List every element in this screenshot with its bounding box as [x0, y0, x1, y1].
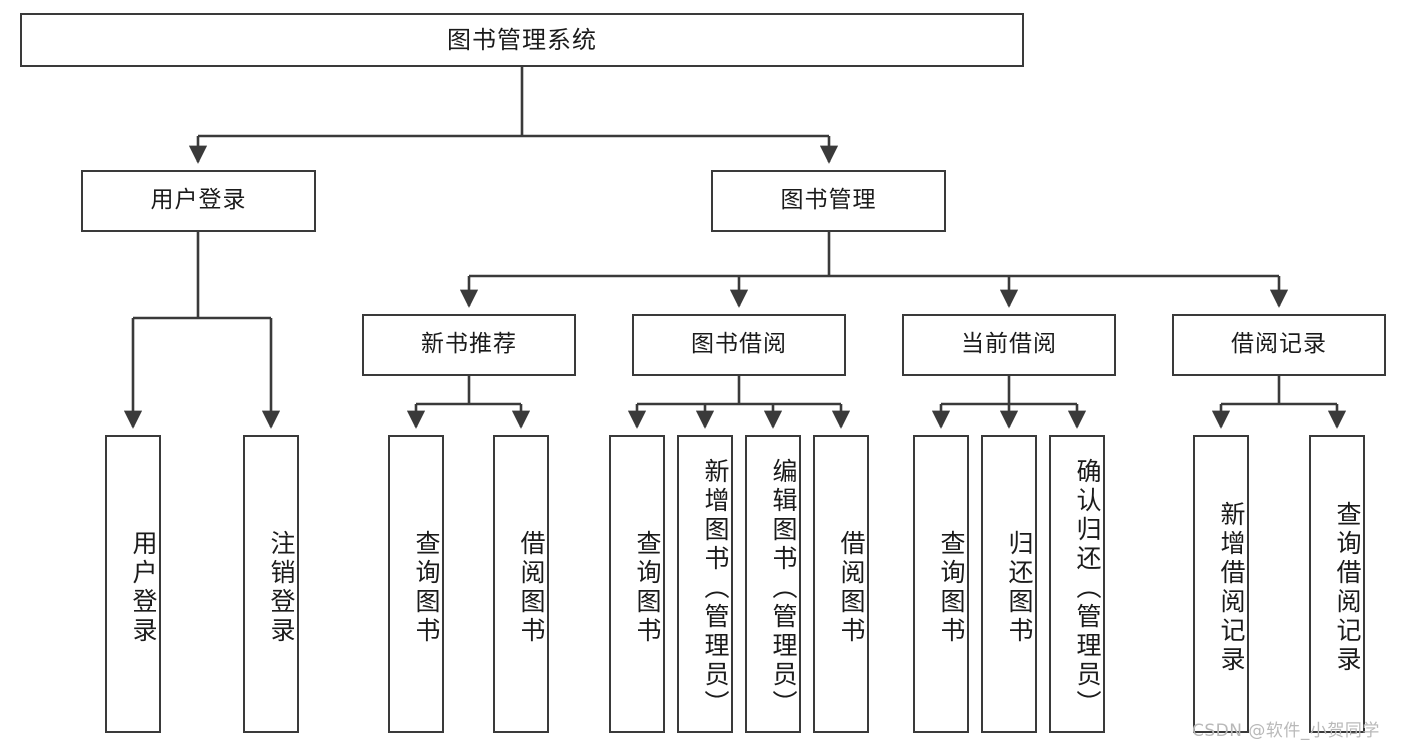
leaf-borrow-edit-book[interactable]: 编辑图书（管理员）	[745, 435, 801, 733]
node-borrow-record[interactable]: 借阅记录	[1172, 314, 1386, 376]
node-current-borrow[interactable]: 当前借阅	[902, 314, 1116, 376]
leaf-user-login-signout[interactable]: 注销登录	[243, 435, 299, 733]
leaf-current-confirm-return[interactable]: 确认归还（管理员）	[1049, 435, 1105, 733]
leaf-new-book-query[interactable]: 查询图书	[388, 435, 444, 733]
leaf-borrow-add-book[interactable]: 新增图书（管理员）	[677, 435, 733, 733]
leaf-user-login-signin[interactable]: 用户登录	[105, 435, 161, 733]
node-new-book-recommend[interactable]: 新书推荐	[362, 314, 576, 376]
leaf-borrow-borrow-book[interactable]: 借阅图书	[813, 435, 869, 733]
leaf-record-add[interactable]: 新增借阅记录	[1193, 435, 1249, 733]
node-book-borrow[interactable]: 图书借阅	[632, 314, 846, 376]
leaf-current-query-book[interactable]: 查询图书	[913, 435, 969, 733]
node-book-management[interactable]: 图书管理	[711, 170, 946, 232]
node-root-system[interactable]: 图书管理系统	[20, 13, 1024, 67]
leaf-new-book-borrow[interactable]: 借阅图书	[493, 435, 549, 733]
leaf-record-query[interactable]: 查询借阅记录	[1309, 435, 1365, 733]
leaf-borrow-query-book[interactable]: 查询图书	[609, 435, 665, 733]
node-user-login[interactable]: 用户登录	[81, 170, 316, 232]
leaf-current-return-book[interactable]: 归还图书	[981, 435, 1037, 733]
